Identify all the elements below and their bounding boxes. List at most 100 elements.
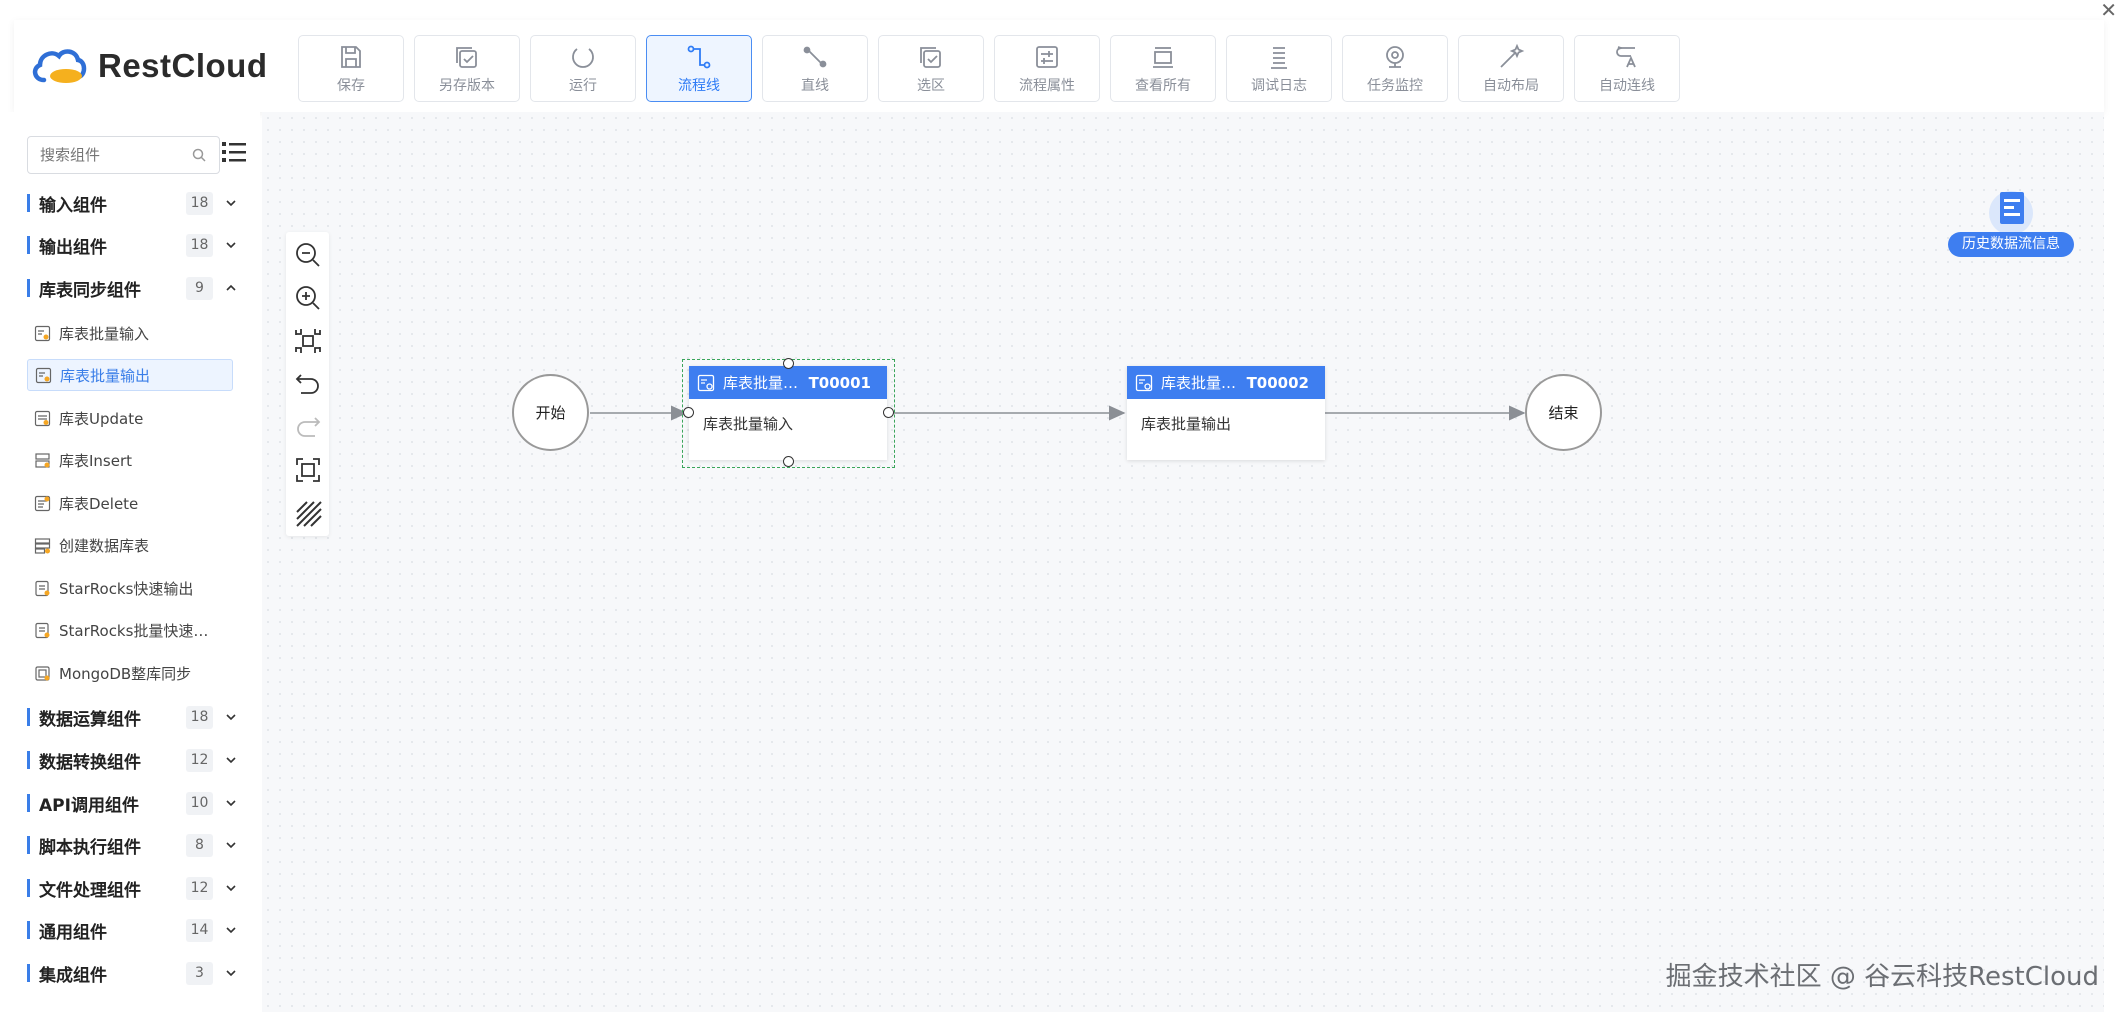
connect-handle-right[interactable]: [883, 407, 894, 418]
chevron-down-icon[interactable]: [225, 711, 237, 723]
group-count-badge: 3: [186, 961, 213, 985]
group-table-sync-components[interactable]: 库表同步组件 9: [27, 273, 237, 303]
close-icon[interactable]: ✕: [2100, 0, 2117, 22]
fullscreen-icon[interactable]: [293, 455, 323, 485]
list-view-icon[interactable]: [222, 140, 246, 164]
logo-text: RestCloud: [98, 47, 268, 84]
group-count-badge: 8: [186, 833, 213, 857]
component-item[interactable]: 库表Update: [27, 402, 233, 434]
flow-line-button[interactable]: 流程线: [646, 35, 752, 102]
chevron-down-icon[interactable]: [225, 797, 237, 809]
chevron-down-icon[interactable]: [225, 197, 237, 209]
search-icon[interactable]: [191, 147, 207, 163]
auto-layout-button[interactable]: 自动布局: [1458, 35, 1564, 102]
flow-canvas[interactable]: [262, 112, 2104, 1012]
group-count-badge: 12: [186, 748, 213, 772]
search-input[interactable]: [40, 146, 180, 164]
fit-view-icon[interactable]: [293, 326, 323, 356]
component-sidebar: 输入组件 18 输出组件 18 库表同步组件 9 库表批量输入 库表批量输出 库…: [0, 112, 260, 1012]
redo-icon[interactable]: [293, 412, 323, 442]
history-dataflow-label: 历史数据流信息: [1948, 232, 2074, 257]
component-item[interactable]: 库表Insert: [27, 444, 233, 476]
group-input-components[interactable]: 输入组件 18: [27, 188, 237, 218]
table-update-icon: [34, 410, 51, 426]
table-batch-input-icon: [34, 325, 51, 341]
component-item[interactable]: 库表批量输入: [27, 317, 233, 349]
straight-line-icon: [803, 46, 827, 67]
straight-line-button[interactable]: 直线: [762, 35, 868, 102]
group-data-transform-components[interactable]: 数据转换组件 12: [27, 745, 237, 775]
task-monitor-button[interactable]: 任务监控: [1342, 35, 1448, 102]
save-button[interactable]: 保存: [298, 35, 404, 102]
group-integration-components[interactable]: 集成组件 3: [27, 958, 237, 988]
group-count-badge: 12: [186, 876, 213, 900]
watermark: 掘金技术社区 @ 谷云科技RestCloud: [1665, 962, 2099, 992]
zoom-toolbar: [286, 232, 329, 536]
chevron-down-icon[interactable]: [225, 967, 237, 979]
cloud-logo-icon: [32, 49, 87, 83]
group-count-badge: 9: [186, 276, 213, 300]
chevron-down-icon[interactable]: [225, 924, 237, 936]
component-item[interactable]: 库表Delete: [27, 487, 233, 519]
task-node-header: 库表批量… T00002: [1127, 366, 1325, 399]
group-count-badge: 18: [186, 191, 213, 215]
group-count-badge: 18: [186, 233, 213, 257]
end-node[interactable]: 结束: [1525, 374, 1602, 451]
logo: RestCloud: [30, 44, 268, 88]
debug-log-icon: [1271, 46, 1287, 69]
table-batch-output-icon: [1135, 374, 1153, 391]
connect-handle-top[interactable]: [783, 358, 794, 369]
starrocks-batch-icon: [35, 622, 50, 638]
view-all-button[interactable]: 查看所有: [1110, 35, 1216, 102]
group-file-components[interactable]: 文件处理组件 12: [27, 873, 237, 903]
table-insert-icon: [35, 452, 50, 468]
group-common-components[interactable]: 通用组件 14: [27, 915, 237, 945]
task-node-t00002[interactable]: 库表批量… T00002 库表批量输出: [1127, 366, 1325, 460]
group-count-badge: 14: [186, 918, 213, 942]
flow-line-icon: [687, 45, 711, 68]
chevron-down-icon[interactable]: [225, 754, 237, 766]
flow-properties-button[interactable]: 流程属性: [994, 35, 1100, 102]
history-dataflow-button[interactable]: 历史数据流信息: [1948, 186, 2074, 258]
task-node-t00001[interactable]: 库表批量… T00001 库表批量输入: [689, 366, 887, 460]
task-node-body: 库表批量输入: [703, 415, 794, 433]
chevron-down-icon[interactable]: [225, 239, 237, 251]
component-item[interactable]: 创建数据库表: [27, 529, 233, 561]
select-area-button[interactable]: 选区: [878, 35, 984, 102]
chevron-down-icon[interactable]: [225, 882, 237, 894]
connect-handle-bottom[interactable]: [783, 456, 794, 467]
connect-handle-left[interactable]: [683, 407, 694, 418]
task-node-header: 库表批量… T00001: [689, 366, 887, 399]
table-delete-icon: [34, 495, 51, 511]
auto-connect-button[interactable]: 自动连线: [1574, 35, 1680, 102]
zoom-out-icon[interactable]: [293, 240, 323, 270]
group-api-call-components[interactable]: API调用组件 10: [27, 788, 237, 818]
component-item[interactable]: MongoDB整库同步: [27, 657, 233, 689]
chevron-up-icon[interactable]: [225, 282, 237, 294]
group-output-components[interactable]: 输出组件 18: [27, 230, 237, 260]
grid-pattern-icon[interactable]: [293, 498, 323, 528]
search-box[interactable]: [27, 136, 220, 174]
debug-log-button[interactable]: 调试日志: [1226, 35, 1332, 102]
mongodb-sync-icon: [35, 665, 50, 681]
chevron-down-icon[interactable]: [225, 839, 237, 851]
undo-icon[interactable]: [293, 369, 323, 399]
starrocks-output-icon: [35, 580, 50, 596]
start-node[interactable]: 开始: [512, 374, 589, 451]
group-data-compute-components[interactable]: 数据运算组件 18: [27, 702, 237, 732]
save-icon: [341, 45, 361, 68]
group-count-badge: 18: [186, 705, 213, 729]
run-icon: [572, 47, 594, 68]
component-item[interactable]: 库表批量输出: [27, 359, 233, 391]
table-batch-output-icon: [35, 367, 52, 383]
save-version-button[interactable]: 另存版本: [414, 35, 520, 102]
view-all-icon: [1153, 46, 1173, 68]
task-node-body: 库表批量输出: [1141, 415, 1232, 433]
run-button[interactable]: 运行: [530, 35, 636, 102]
table-batch-input-icon: [697, 374, 715, 391]
group-script-components[interactable]: 脚本执行组件 8: [27, 830, 237, 860]
zoom-in-icon[interactable]: [293, 283, 323, 313]
component-item[interactable]: StarRocks快速输出: [27, 572, 233, 604]
component-item[interactable]: StarRocks批量快速…: [27, 614, 233, 646]
